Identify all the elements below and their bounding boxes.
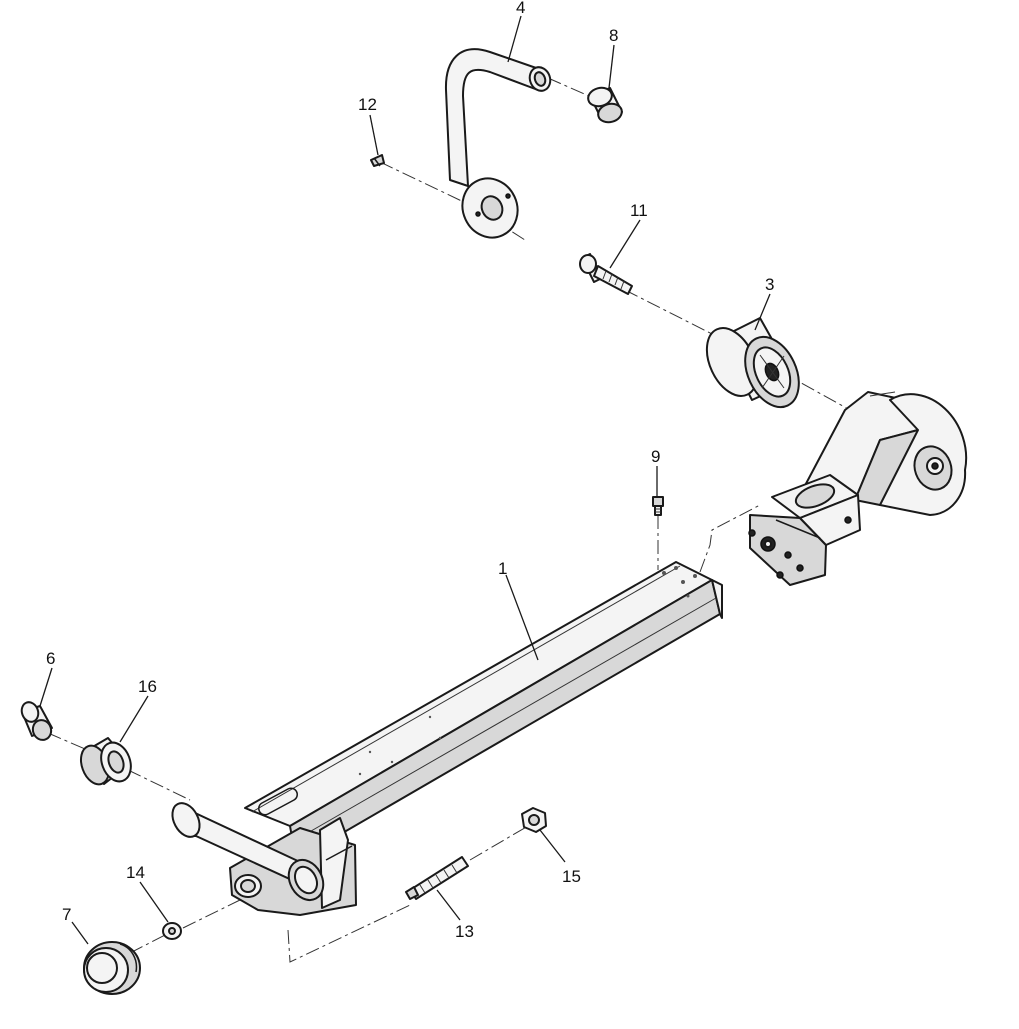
spacer-part-16	[79, 737, 132, 786]
screw-part-9	[652, 496, 664, 516]
pivot-tube	[171, 802, 325, 902]
callout-1: 1	[498, 559, 507, 578]
callout-3: 3	[765, 275, 774, 294]
roller-part-3	[705, 317, 800, 409]
callout-16: 16	[138, 677, 157, 696]
callout-4: 4	[516, 0, 525, 17]
cap-screw-part-11	[579, 253, 633, 295]
washer-part-14	[162, 922, 182, 940]
callout-13: 13	[455, 922, 474, 941]
callout-14: 14	[126, 863, 145, 882]
screw-part-12	[370, 154, 385, 167]
main-beam-part-1	[244, 561, 723, 861]
callout-labels: 4 8 12 11 3 9 1 6 16 14 7 13 15	[46, 0, 774, 941]
callout-9: 9	[651, 447, 660, 466]
callout-7: 7	[62, 905, 71, 924]
callout-12: 12	[358, 95, 377, 114]
callout-11: 11	[630, 201, 648, 220]
leader-lines	[39, 15, 771, 945]
bushing-part-6	[20, 701, 53, 741]
assembly-centerlines	[47, 77, 851, 963]
threaded-stud-part-13	[405, 856, 469, 900]
callout-8: 8	[609, 26, 618, 45]
nut-part-15	[521, 807, 547, 833]
pedal-bracket	[748, 391, 968, 586]
handle-part-4	[444, 48, 552, 239]
cap-part-8	[587, 86, 623, 124]
callout-15: 15	[562, 867, 581, 886]
callout-6: 6	[46, 649, 55, 668]
foot-cap-part-7	[83, 941, 141, 995]
